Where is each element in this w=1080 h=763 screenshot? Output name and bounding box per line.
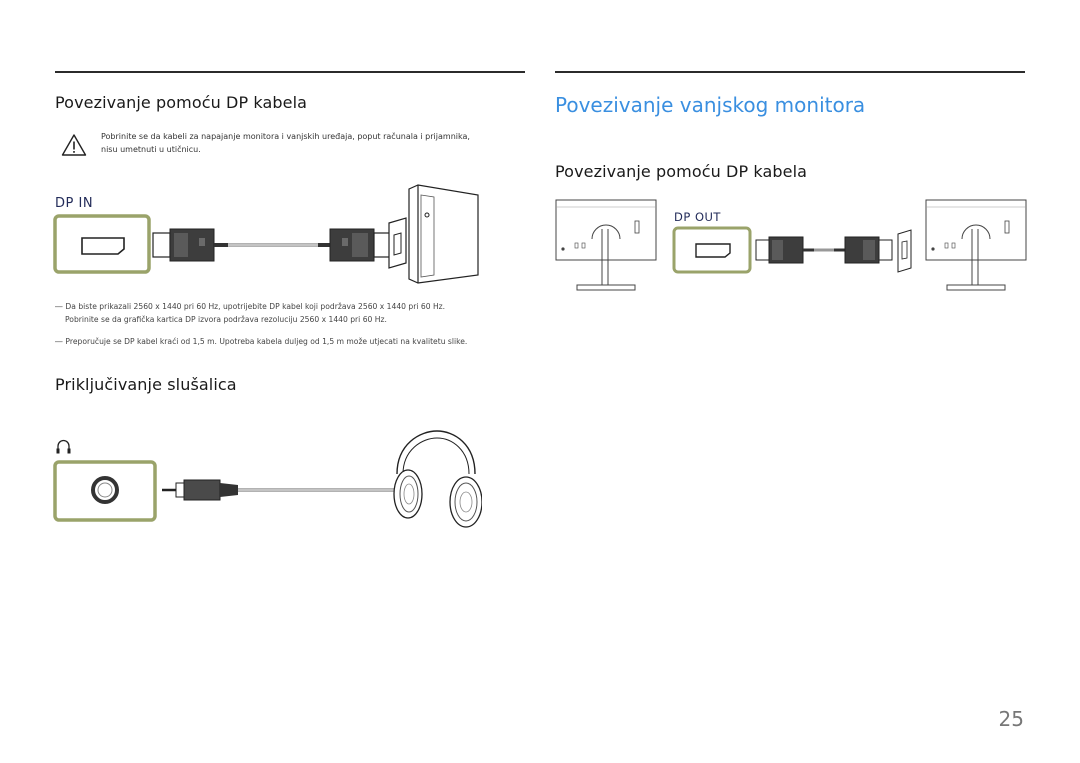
note-resolution-text1: Da biste prikazali 2560 x 1440 pri 60 Hz… [65,302,446,311]
headphone-port-frame [53,460,157,522]
warning-text-line2: nisu umetnuti u utičnicu. [101,145,201,154]
section-title-dp-cable-right: Povezivanje pomoću DP kabela [555,162,808,181]
note-resolution: ― Da biste prikazali 2560 x 1440 pri 60 … [55,301,445,326]
dp-out-port-frame [672,226,752,274]
section-title-dp-cable: Povezivanje pomoću DP kabela [55,93,308,112]
note-resolution-line1: ― Da biste prikazali 2560 x 1440 pri 60 … [55,301,445,314]
note-resolution-line2: Pobrinite se da grafička kartica DP izvo… [65,314,387,324]
dp-in-connection-diagram [53,184,479,284]
dp-out-plug-right [834,236,893,264]
page-title: Povezivanje vanjskog monitora [555,93,866,117]
warning-icon [61,134,87,156]
dp-out-label: DP OUT [674,210,721,224]
dp-out-connection-diagram [672,226,912,274]
monitor-side-port [897,229,912,273]
note-marker: ― [55,302,63,311]
pc-tower [388,184,479,284]
monitor-right-image [925,199,1027,291]
audio-jack-plug [162,479,238,501]
note-cable-length-text: Preporučuje se DP kabel kraći od 1,5 m. … [65,337,468,346]
warning-text: Pobrinite se da kabeli za napajanje moni… [101,130,531,156]
headphone-connection-diagram [53,430,482,528]
right-top-rule [555,71,1025,73]
note-marker: ― [55,337,63,346]
monitor-left-image [555,199,657,291]
headphones-image [393,430,482,528]
dp-in-label: DP IN [55,196,94,211]
headphone-port-icon [56,439,71,454]
left-top-rule [55,71,525,73]
dp-plug-right [318,228,392,262]
note-cable-length: ― Preporučuje se DP kabel kraći od 1,5 m… [55,336,467,349]
page-number: 25 [998,707,1024,731]
warning-text-line1: Pobrinite se da kabeli za napajanje moni… [101,132,470,141]
dp-out-plug-left [755,236,814,264]
dp-plug-left [152,228,228,262]
section-title-headphones: Priključivanje slušalica [55,375,237,394]
dp-in-port-frame [53,214,151,274]
